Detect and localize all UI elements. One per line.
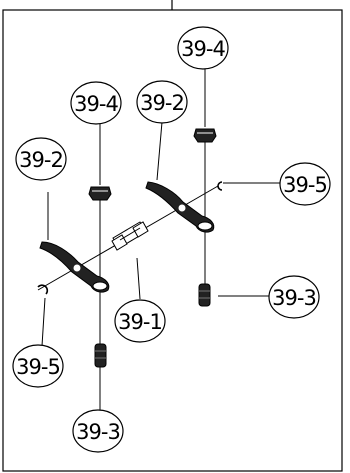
callout-39-1-center: 39-1	[114, 299, 166, 343]
callout-label: 39-3	[272, 286, 316, 310]
callout-39-5-left: 39-5	[12, 344, 64, 388]
callout-label: 39-3	[76, 420, 120, 444]
e-clip-right	[217, 181, 223, 191]
callout-39-5-right: 39-5	[279, 162, 331, 206]
parts	[37, 128, 223, 368]
callout-label: 39-2	[140, 91, 184, 115]
hex-nut-left	[88, 186, 112, 201]
callout-39-3-bottom: 39-3	[72, 409, 124, 453]
rocker-shaft	[111, 221, 149, 251]
callout-label: 39-2	[19, 148, 63, 172]
callout-39-2-mid: 39-2	[136, 80, 188, 124]
callout-label: 39-5	[16, 355, 60, 379]
rocker-arm-left	[39, 241, 110, 293]
rocker-arm-right	[145, 181, 215, 233]
e-clip-left	[37, 284, 49, 295]
diagram-frame	[2, 0, 343, 472]
hex-nut-right	[193, 128, 217, 143]
callout-39-2-left: 39-2	[15, 137, 67, 181]
callout-label: 39-1	[118, 310, 162, 334]
callout-label: 39-4	[181, 37, 225, 61]
callouts: 39-4 39-4 39-2 39-2 39-5 39-5 39-3 39-3	[12, 26, 331, 453]
callout-label: 39-4	[74, 92, 118, 116]
callout-39-4-mid-left: 39-4	[70, 81, 122, 125]
assembly-lines	[37, 68, 281, 410]
callout-39-3-right: 39-3	[268, 275, 320, 319]
adjusting-screw-left	[94, 343, 107, 368]
callout-39-4-top-right: 39-4	[177, 26, 229, 70]
adjusting-screw-right	[198, 283, 211, 307]
callout-label: 39-5	[283, 173, 327, 197]
